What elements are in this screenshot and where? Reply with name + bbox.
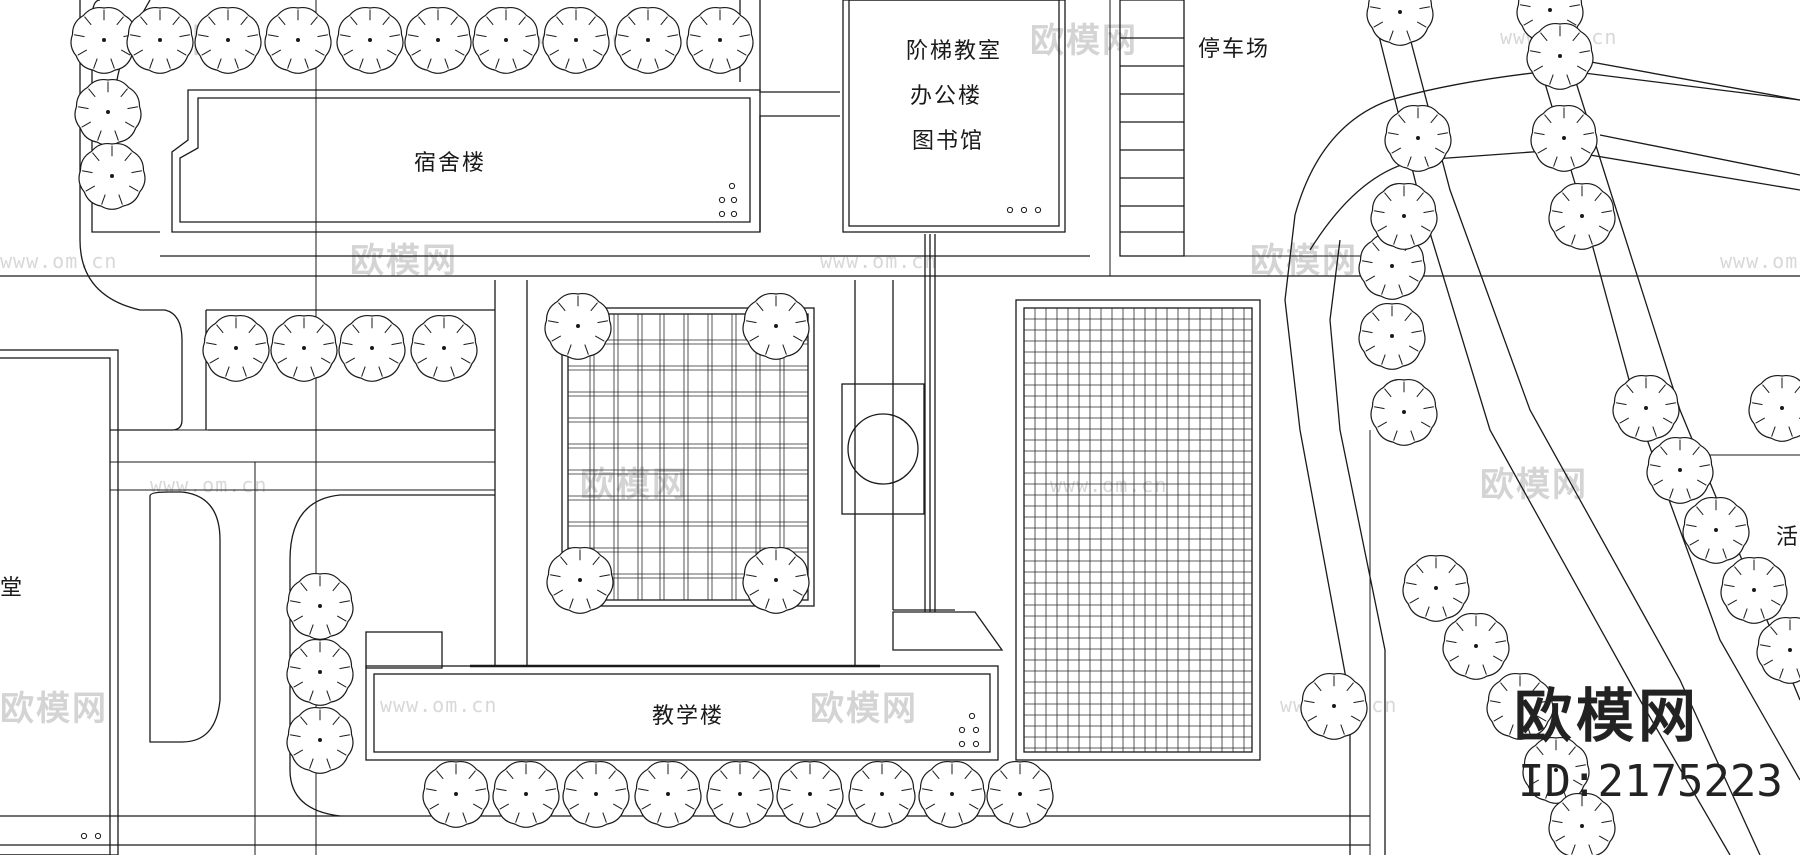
tree-symbol <box>1442 613 1510 680</box>
tree-symbol <box>270 315 338 382</box>
tile-url: www.om.cn <box>820 249 937 273</box>
parking-lot: 停车场 <box>1119 0 1270 257</box>
tile-brand: 欧模网 <box>1250 241 1358 281</box>
sports-field <box>1015 299 1261 761</box>
lecture-office-library-block: 阶梯教室 办公楼 图书馆 <box>842 0 1066 233</box>
teaching-building: 教学楼 <box>365 631 999 761</box>
tree-symbol <box>126 7 194 74</box>
tree-symbol <box>1682 497 1750 564</box>
tree-symbol <box>986 761 1054 828</box>
tree-symbol <box>1756 617 1800 684</box>
tree-symbol <box>1300 673 1368 740</box>
tree-symbol <box>1646 437 1714 504</box>
tree-symbol <box>1366 0 1434 46</box>
tile-url: www.om.cn <box>0 249 117 273</box>
tree-symbol <box>706 761 774 828</box>
tree-symbol <box>848 761 916 828</box>
tree-symbol <box>1370 183 1438 250</box>
watermark-brand: 欧模网 <box>1514 682 1700 750</box>
dormitory-building: 宿舍楼 <box>171 89 761 233</box>
lecture-hall-label: 阶梯教室 <box>906 39 1002 64</box>
tree-symbol <box>1720 557 1788 624</box>
tree-symbol <box>1358 233 1426 300</box>
tree-symbol <box>776 761 844 828</box>
tree-symbol <box>1358 303 1426 370</box>
tree-symbol <box>1402 555 1470 622</box>
tree-symbol <box>194 7 262 74</box>
tree-symbol <box>286 573 354 640</box>
tree-symbol <box>562 761 630 828</box>
tree-symbol <box>1548 183 1616 250</box>
tree-symbol <box>264 7 332 74</box>
tree-symbol <box>614 7 682 74</box>
background-watermark-tiles: 欧模网 www.om.cn 欧模网 www.om.cn www.om.cn 欧模… <box>0 21 1800 729</box>
tree-symbol <box>542 7 610 74</box>
tree-symbol <box>742 293 810 360</box>
tile-url: www.om.cn <box>150 473 267 497</box>
teaching-building-label: 教学楼 <box>652 704 724 729</box>
tree-symbol <box>1548 793 1616 855</box>
library-label: 图书馆 <box>912 129 984 154</box>
tree-symbol <box>918 761 986 828</box>
hall-building-partial: 堂 <box>0 349 119 855</box>
tile-url: www.om.cn <box>1720 249 1800 273</box>
tree-symbol <box>404 7 472 74</box>
tree-symbol <box>1530 105 1598 172</box>
tree-symbol <box>74 79 142 146</box>
tree-symbol <box>544 293 612 360</box>
tree-symbol <box>1612 375 1680 442</box>
tree-symbol <box>1522 737 1590 804</box>
tree-symbol <box>686 7 754 74</box>
watermark-id: ID:2175223 <box>1518 756 1783 807</box>
tile-url: www.om.cn <box>1050 473 1167 497</box>
tree-symbol <box>286 707 354 774</box>
parking-label: 停车场 <box>1198 37 1270 62</box>
tree-symbol <box>1748 375 1800 442</box>
tree-symbol <box>202 315 270 382</box>
tree-symbol <box>1486 673 1554 740</box>
tree-symbol <box>492 761 560 828</box>
hall-label: 堂 <box>0 576 24 601</box>
tree-symbol <box>1384 105 1452 172</box>
tree-symbol <box>546 547 614 614</box>
tree-layer <box>70 0 1800 855</box>
tree-symbol <box>1370 379 1438 446</box>
tile-brand: 欧模网 <box>1030 21 1138 61</box>
tile-brand: 欧模网 <box>0 689 108 729</box>
tree-symbol <box>422 761 490 828</box>
tree-symbol <box>338 315 406 382</box>
tree-symbol <box>336 7 404 74</box>
tree-symbol <box>78 143 146 210</box>
office-building-label: 办公楼 <box>910 84 982 109</box>
tree-symbol <box>472 7 540 74</box>
circular-feature <box>841 383 1004 651</box>
activity-label: 活 <box>1776 525 1800 550</box>
tile-url: www.om.cn <box>380 693 497 717</box>
tile-brand: 欧模网 <box>350 241 458 281</box>
tree-symbol <box>1526 23 1594 90</box>
dormitory-label: 宿舍楼 <box>414 151 486 176</box>
tile-brand: 欧模网 <box>810 689 918 729</box>
tree-symbol <box>410 315 478 382</box>
tile-brand: 欧模网 <box>1480 465 1588 505</box>
tile-brand: 欧模网 <box>580 465 688 505</box>
tree-symbol <box>634 761 702 828</box>
tree-symbol <box>286 639 354 706</box>
watermark: 欧模网 ID:2175223 <box>1514 682 1783 807</box>
tree-symbol <box>742 547 810 614</box>
